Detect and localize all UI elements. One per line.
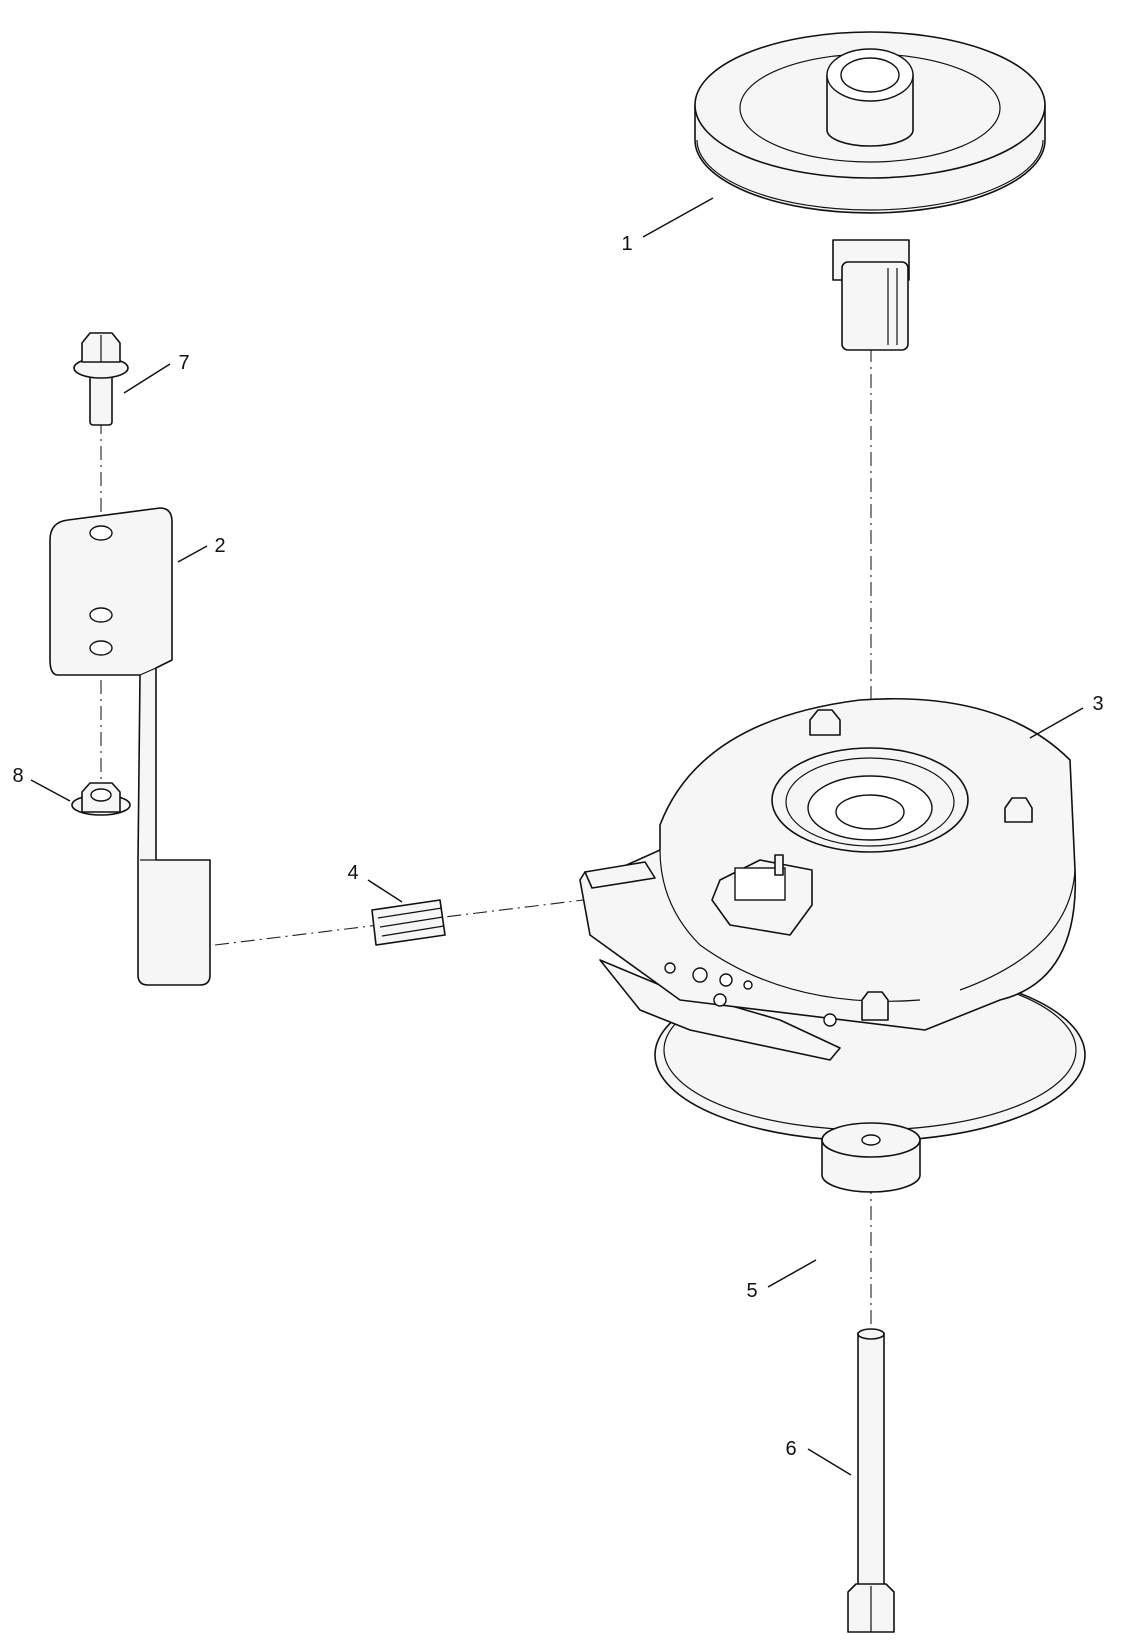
long-bolt-part-6 xyxy=(847,1328,895,1633)
leader-line-5 xyxy=(767,1259,817,1288)
callout-3: 3 xyxy=(1092,693,1103,715)
pulley-part-1 xyxy=(694,31,1046,351)
flange-nut-part-8 xyxy=(71,782,131,816)
callout-4: 4 xyxy=(347,862,358,884)
leader-line-2 xyxy=(177,545,208,563)
callout-7: 7 xyxy=(178,352,189,374)
leader-line-4 xyxy=(367,879,403,903)
leader-line-8 xyxy=(30,779,71,802)
bracket-part-2 xyxy=(49,507,211,986)
callout-6: 6 xyxy=(785,1438,796,1460)
flange-bolt-part-7 xyxy=(73,332,129,426)
callout-1: 1 xyxy=(621,233,632,255)
leader-line-3 xyxy=(1029,707,1084,739)
callout-5: 5 xyxy=(746,1280,757,1302)
callout-2: 2 xyxy=(214,535,225,557)
leader-line-7 xyxy=(123,363,171,394)
spacer-part-5 xyxy=(821,1122,921,1193)
leader-line-1 xyxy=(642,197,714,238)
leader-line-6 xyxy=(807,1448,852,1476)
leader-lines xyxy=(30,197,1084,1476)
callouts: 1 2 3 4 5 6 7 8 xyxy=(12,233,1103,1460)
callout-8: 8 xyxy=(12,765,23,787)
clutch-part-3 xyxy=(579,697,1086,1142)
connector-part-4 xyxy=(371,899,446,946)
